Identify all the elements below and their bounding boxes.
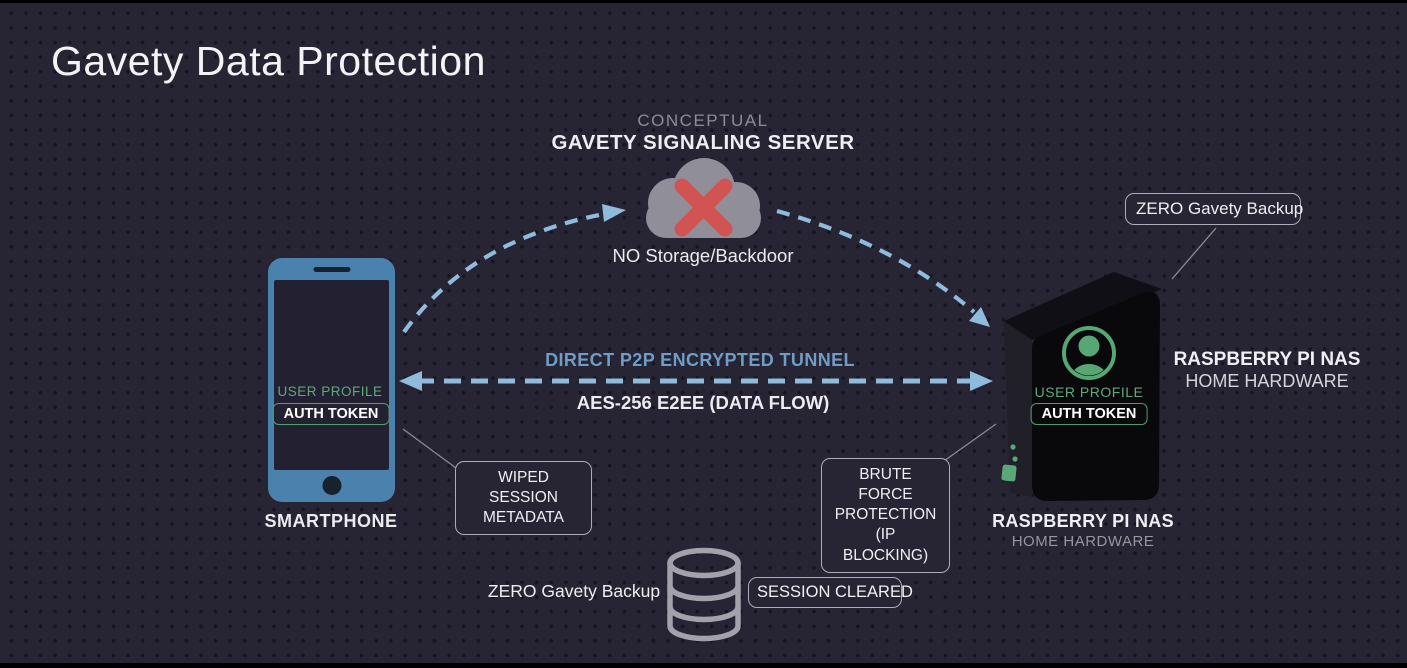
server-note-label: NO Storage/Backdoor xyxy=(612,245,794,266)
phone-screen xyxy=(274,280,389,470)
tunnel-detail-label: AES-256 E2EE (DATA FLOW) xyxy=(576,392,830,413)
nas-auth-token-badge: AUTH TOKEN xyxy=(1030,403,1148,425)
letterbox-bottom xyxy=(0,663,1407,668)
session-cleared-callout: SESSION CLEARED xyxy=(748,577,913,609)
zero-backup-bottom-label: ZERO Gavety Backup xyxy=(487,581,661,601)
smartphone-illustration xyxy=(268,258,395,502)
page-title: Gavety Data Protection xyxy=(51,38,486,84)
p2p-tunnel-arrow xyxy=(399,371,993,391)
phone-home-button xyxy=(322,476,341,495)
wiped-session-connector xyxy=(402,428,457,469)
phone-speaker xyxy=(313,267,350,272)
cloud-icon xyxy=(646,158,761,238)
tunnel-title-label: DIRECT P2P ENCRYPTED TUNNEL xyxy=(545,350,855,370)
nas-side-face xyxy=(1004,321,1032,497)
brute-force-callout: BRUTE FORCE PROTECTION (IP BLOCKING) xyxy=(821,458,950,573)
server-to-nas-arrow xyxy=(776,208,990,327)
server-name-label: GAVETY SIGNALING SERVER xyxy=(551,131,855,154)
server-kicker-label: CONCEPTUAL xyxy=(637,111,769,130)
letterbox-top xyxy=(0,0,1407,3)
smartphone-label: SMARTPHONE xyxy=(264,511,398,531)
phone-profile-label: USER PROFILE xyxy=(277,384,383,399)
zero-backup-callout: ZERO Gavety Backup xyxy=(1125,193,1303,226)
x-mark-icon xyxy=(674,178,733,237)
nas-side-sublabel: HOME HARDWARE xyxy=(1185,371,1349,391)
zero-backup-connector xyxy=(1171,227,1217,280)
brute-force-connector xyxy=(943,423,997,462)
nas-top-face xyxy=(1004,272,1162,340)
nas-sublabel: HOME HARDWARE xyxy=(1011,533,1155,550)
callout-connector-lines xyxy=(402,227,1217,469)
phone-auth-token-badge: AUTH TOKEN xyxy=(272,403,390,425)
nas-label: RASPBERRY PI NAS xyxy=(992,511,1174,531)
nas-profile-label: USER PROFILE xyxy=(1034,384,1144,400)
phone-to-server-arrow xyxy=(402,204,626,334)
nas-side-label: RASPBERRY PI NAS xyxy=(1173,349,1361,370)
wiped-session-callout: WIPED SESSION METADATA xyxy=(455,461,592,536)
database-cylinder-icon xyxy=(667,547,741,642)
nas-led-lights xyxy=(1001,444,1018,482)
